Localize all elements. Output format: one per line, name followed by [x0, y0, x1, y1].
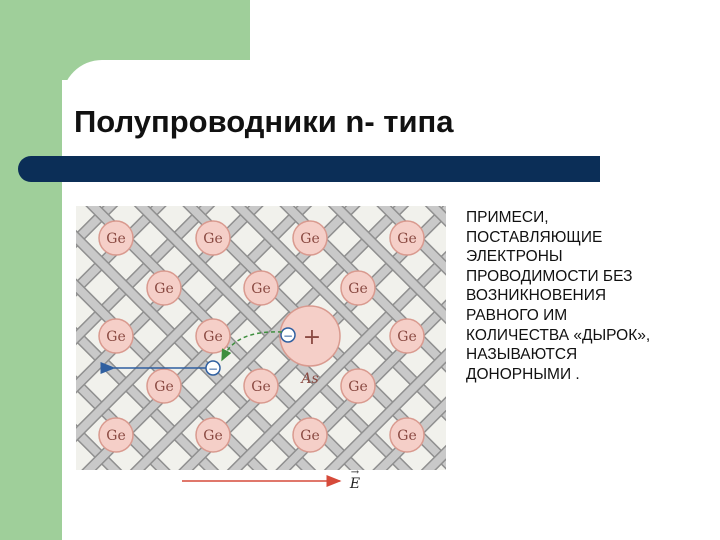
slide-title: Полупроводники n- типа [74, 104, 454, 139]
description-line: НАЗЫВАЮТСЯ [466, 346, 578, 364]
free-electron [205, 360, 221, 376]
description-line: ВОЗНИКНОВЕНИЯ [466, 287, 607, 305]
bound-electron-sign: − [283, 329, 293, 343]
ge-atom [98, 417, 134, 453]
bond-band [325, 349, 446, 470]
lattice-annotations: − − →E [100, 327, 360, 492]
ge-atom-label: Ge [203, 329, 222, 345]
ge-atom [243, 270, 279, 306]
description-line: ДОНОРНЫМИ . [466, 365, 580, 383]
field-label: E [349, 476, 360, 492]
ge-atom [146, 368, 182, 404]
ge-atom [98, 318, 134, 354]
ge-atom-label: Ge [106, 231, 125, 247]
ge-atom-label: Ge [397, 329, 416, 345]
field-vector-arrow: → [351, 467, 360, 478]
as-impurity-atom [279, 305, 341, 367]
electron-path-dashed [221, 331, 283, 362]
as-charge-sign: + [303, 325, 321, 350]
ge-atom [195, 220, 231, 256]
ge-atom [389, 417, 425, 453]
ge-atom-label: Ge [154, 379, 173, 395]
ge-atom-label: Ge [106, 428, 125, 444]
ge-atom [292, 417, 328, 453]
ge-atom-label: Ge [300, 428, 319, 444]
ge-atom [98, 220, 134, 256]
bond-band [451, 196, 460, 496]
bond-band [329, 206, 446, 323]
ge-atom [195, 318, 231, 354]
ge-atom-label: Ge [397, 231, 416, 247]
title-underline-bar [18, 156, 600, 182]
bond-band [76, 425, 121, 470]
decor-green-side [0, 0, 62, 540]
bond-band [76, 377, 169, 470]
bond-band [228, 252, 446, 470]
bond-band [76, 206, 311, 441]
ge-atom-label: Ge [397, 428, 416, 444]
bond-band [131, 206, 408, 470]
ge-atom-label: Ge [106, 329, 125, 345]
ge-atom-label: Ge [251, 281, 270, 297]
description-line: ПРИМЕСИ, [466, 209, 549, 226]
ge-atom-label: Ge [154, 281, 173, 297]
bond-band [451, 196, 460, 496]
description-line: ЭЛЕКТРОНЫ [466, 248, 563, 266]
as-impurity-label: As [299, 371, 318, 387]
description-line: ПРОВОДИМОСТИ БЕЗ [466, 267, 633, 285]
description-line: КОЛИЧЕСТВА «ДЫРОК», [466, 326, 651, 344]
bond-band [451, 196, 460, 496]
ge-atom [195, 417, 231, 453]
ge-atom [389, 220, 425, 256]
ge-atom [340, 270, 376, 306]
ge-atom [389, 318, 425, 354]
ge-atom [243, 368, 279, 404]
ge-atom-label: Ge [300, 231, 319, 247]
bond-band [76, 206, 165, 295]
ge-atom-label: Ge [348, 379, 367, 395]
bond-band [76, 206, 214, 344]
bond-band [451, 196, 460, 496]
ge-atom-label: Ge [348, 281, 367, 297]
ge-atom [146, 270, 182, 306]
ge-atom [340, 368, 376, 404]
ge-atom-label: Ge [251, 379, 270, 395]
description-line: РАВНОГО ИМ [466, 306, 568, 324]
description-line: ПОСТАВЛЯЮЩИЕ [466, 228, 603, 246]
bond-band [76, 206, 117, 247]
ge-atom-label: Ge [203, 428, 222, 444]
bound-electron [280, 327, 296, 343]
ge-atom-label: Ge [203, 231, 222, 247]
ge-atom [292, 220, 328, 256]
free-electron-sign: − [208, 362, 218, 376]
